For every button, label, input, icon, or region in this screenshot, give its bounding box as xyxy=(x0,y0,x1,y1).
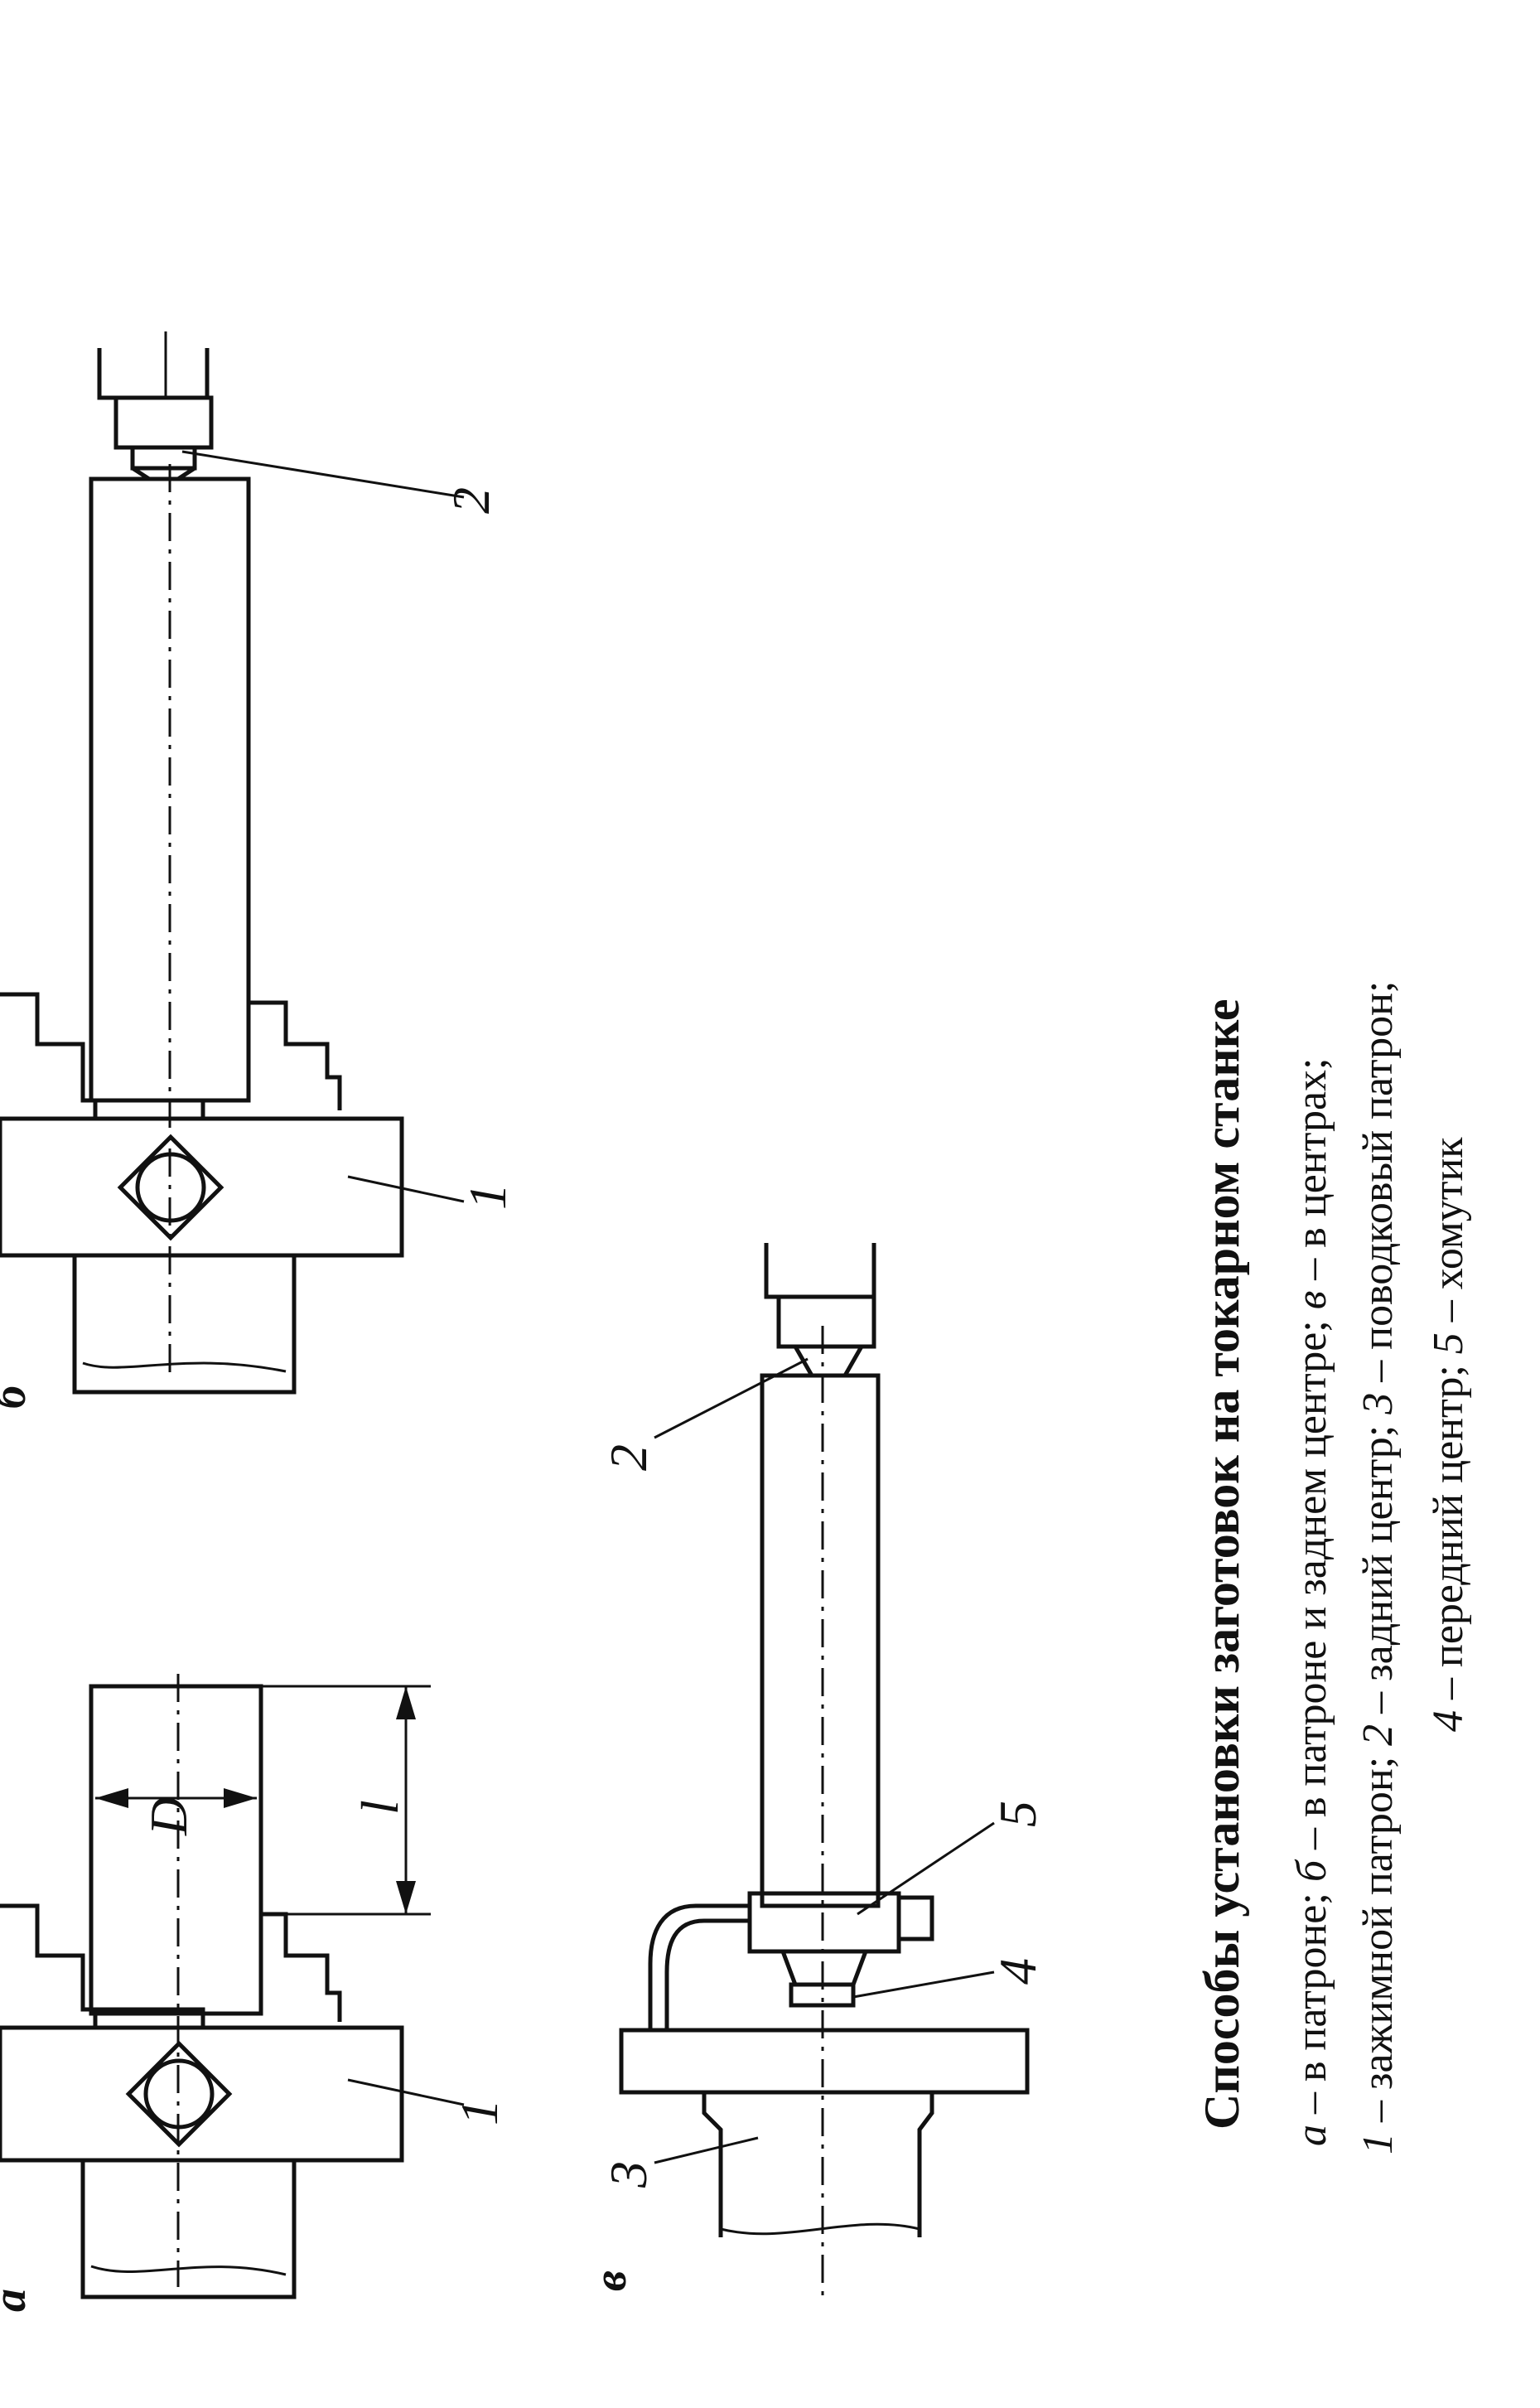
caption-line-3: 4 – передний центр; 5 – хомутик xyxy=(1425,1137,1472,1732)
drawing-b: 2 1 xyxy=(0,331,517,1395)
caption-n2-text: – задний центр; xyxy=(1354,1414,1402,1724)
callout-2-v: 2 xyxy=(599,1444,658,1471)
callout-3-v: 3 xyxy=(599,2161,658,2188)
sublabel-a: а xyxy=(0,2289,36,2312)
drawing-a: 1 D l а xyxy=(0,1674,509,2312)
callout-5-v: 5 xyxy=(988,1801,1047,1827)
caption-a-letter: а xyxy=(1288,2125,1335,2146)
caption-n1-text: – зажимной патрон; xyxy=(1354,1746,1402,2133)
caption-n5-text: – хомутик xyxy=(1425,1137,1472,1332)
dim-diameter-label: D xyxy=(139,1797,198,1836)
sublabel-v: в xyxy=(585,2270,636,2291)
caption-line-2: 1 – зажимной патрон; 2 – задний центр; 3… xyxy=(1354,981,1402,2154)
caption-b-text: – в патроне и заднем центре; xyxy=(1288,1309,1335,1860)
caption-n3: 3 xyxy=(1354,1393,1402,1415)
callout-1-a: 1 xyxy=(450,2099,509,2125)
caption-v-letter: в xyxy=(1288,1291,1335,1310)
caption-n3-text: – поводковый патрон; xyxy=(1354,981,1402,1393)
callout-4-v: 4 xyxy=(988,1958,1047,1985)
sublabel-b: б xyxy=(0,1384,36,1409)
caption-n4-text: – передний центр; xyxy=(1425,1354,1472,1710)
caption-n4: 4 xyxy=(1425,1710,1472,1732)
caption-b-letter: б xyxy=(1288,1859,1335,1882)
callout-1-b: 1 xyxy=(458,1183,517,1210)
caption-line-1: а – в патроне; б – в патроне и заднем це… xyxy=(1288,1058,1335,2147)
caption-n5: 5 xyxy=(1425,1332,1472,1354)
caption-title: Способы установки заготовок на токарном … xyxy=(1195,998,1249,2130)
caption-v-text: – в центрах; xyxy=(1288,1058,1335,1291)
caption-n2: 2 xyxy=(1354,1724,1402,1746)
drawing-v: 2 5 4 3 в xyxy=(585,1243,1047,2295)
dim-length-label: l xyxy=(350,1800,409,1815)
caption-n1: 1 xyxy=(1354,2133,1402,2154)
callout-2-b: 2 xyxy=(442,487,500,514)
caption-a-text: – в патроне; xyxy=(1288,1882,1335,2125)
